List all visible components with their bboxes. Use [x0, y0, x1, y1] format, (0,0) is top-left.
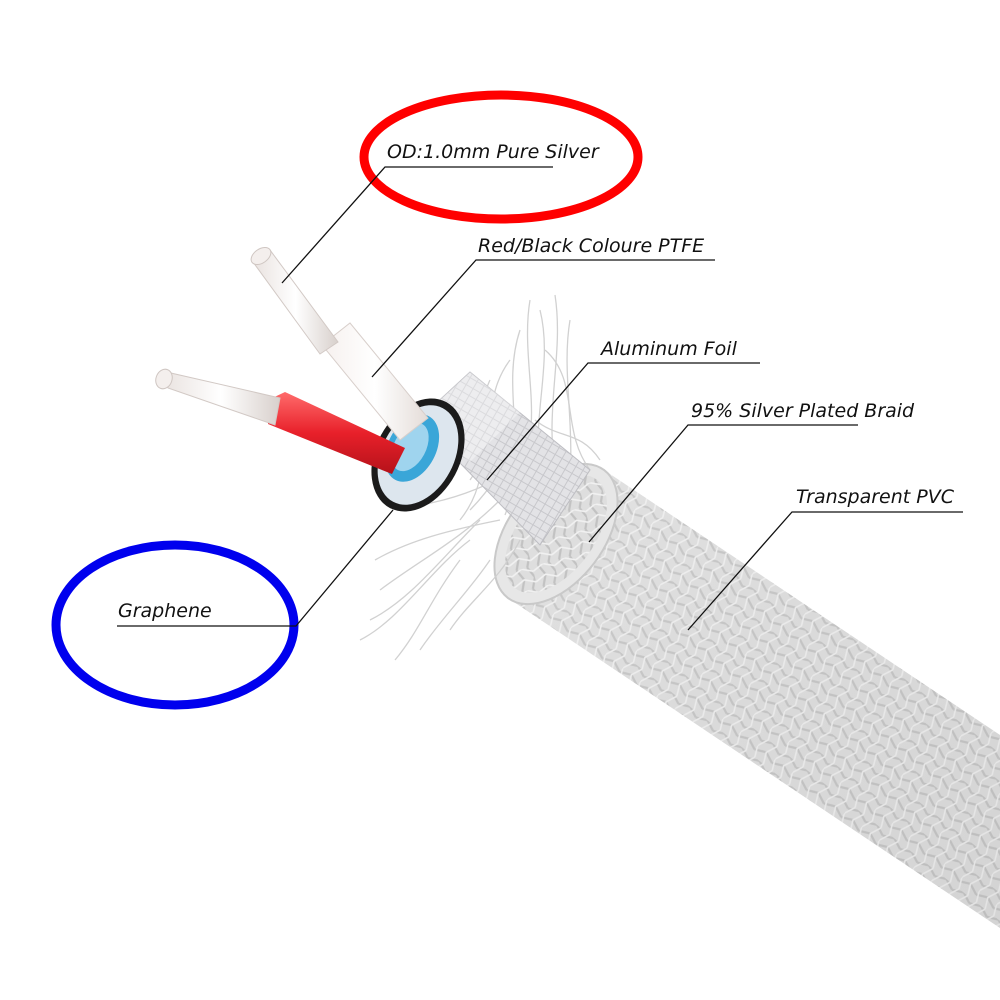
outer-jacket — [493, 462, 1000, 928]
leader-jacket — [687, 511, 963, 631]
silver-conductor-highlight — [359, 90, 643, 224]
clear-ptfe-wire — [250, 246, 429, 441]
leader-foil — [486, 362, 760, 481]
leader-conductor — [281, 166, 553, 284]
label-conductor: OD:1.0mm Pure Silver — [387, 141, 599, 163]
label-foil: Aluminum Foil — [601, 338, 737, 360]
leader-lines — [117, 166, 963, 631]
red-ptfe-wire — [155, 368, 405, 474]
leader-braid — [588, 424, 858, 543]
leader-insulation — [371, 259, 715, 378]
label-braid: 95% Silver Plated Braid — [691, 400, 915, 422]
label-graphene: Graphene — [118, 600, 212, 622]
graphene-highlight — [51, 540, 299, 710]
leader-graphene — [117, 509, 394, 627]
label-jacket: Transparent PVC — [796, 486, 954, 508]
label-insulation: Red/Black Coloure PTFE — [478, 235, 705, 257]
